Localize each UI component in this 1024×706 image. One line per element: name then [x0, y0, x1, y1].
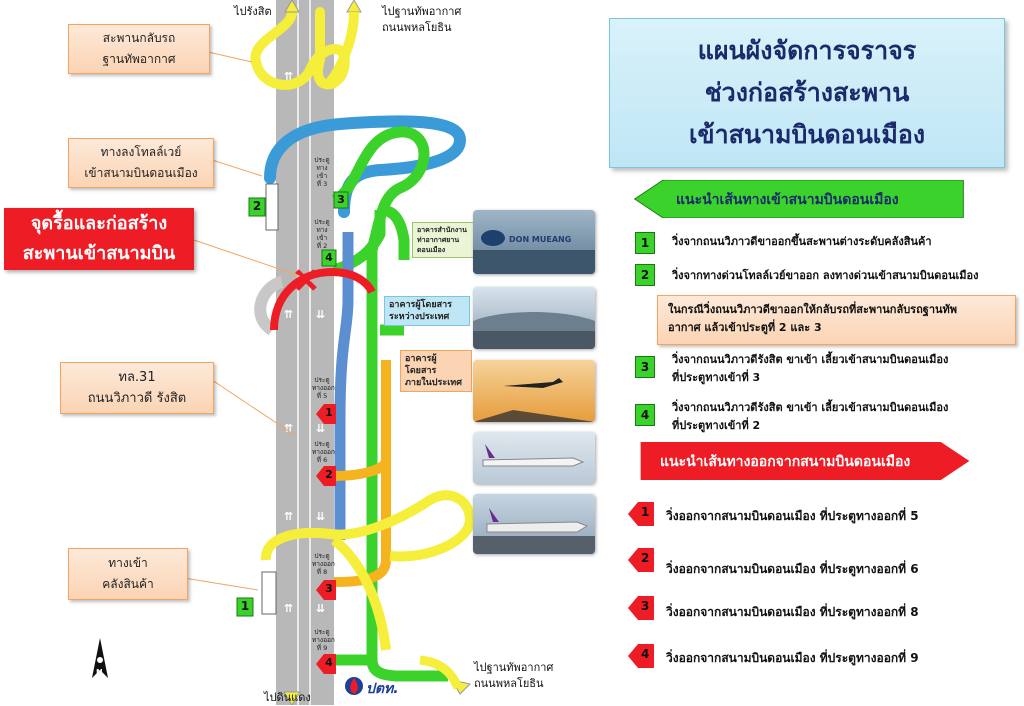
entry-note-line-1: ในกรณีวิ่งถนนวิภาวดีขาออกให้กลับรถที่สะพ… [668, 303, 958, 316]
map-marker-green-2: 2 [252, 199, 262, 213]
map-marker-red-3: 3 [325, 582, 333, 595]
gate-out-5-label: ประตูทางออกที่ 5 [312, 376, 335, 400]
ptt-logo-mark [345, 677, 363, 695]
exit-text-3: วิ่งออกจากสนามบินดอนเมือง ที่ประตูทางออก… [666, 605, 919, 619]
exit-num-2-shape [628, 548, 654, 572]
svg-text:⇈: ⇈ [284, 70, 293, 83]
gate-in-2-label: ประตูทางเข้าที่ 2 [314, 218, 330, 250]
compass-north-arrow [92, 638, 108, 678]
entry-text-4a: วิ่งจากถนนวิภาวดีรังสิต ขาเข้า เลี้ยวเข้… [672, 401, 949, 414]
entry-text-1: วิ่งจากถนนวิภาวดีขาออกขึ้นสะพานต่างระดับ… [672, 235, 932, 248]
map-marker-red-1: 1 [325, 406, 333, 419]
exit-num-1: 1 [641, 505, 650, 519]
exit-heading-banner [640, 442, 970, 480]
route-tollway-ramp [264, 115, 467, 218]
route-uturn-bridge [250, 7, 350, 90]
gate-out-6-label: ประตูทางออกที่ 6 [312, 440, 335, 464]
svg-text:⇈: ⇈ [284, 602, 293, 615]
exit-text-4: วิ่งออกจากสนามบินดอนเมือง ที่ประตูทางออก… [666, 651, 919, 665]
page-title-line-1: แผนผังจัดการจราจร [697, 36, 917, 65]
map-marker-red-2: 2 [325, 468, 333, 481]
route-cargo-loop [261, 490, 476, 562]
route-steel-blue [334, 232, 354, 540]
svg-text:⇊: ⇊ [316, 308, 325, 321]
entry-text-2: วิ่งจากทางด่วนโทลล์เวย์ขาออก ลงทางด่วนเข… [672, 269, 979, 282]
map-marker-red-4: 4 [325, 656, 333, 669]
map-markers-red [316, 404, 336, 674]
demolition-x-marker [295, 269, 317, 291]
entry-text-4b: ที่ประตูทางเข้าที่ 2 [672, 419, 761, 432]
callout-construction-point: จุดรื้อและก่อสร้างสะพานเข้าสนามบิน [4, 208, 194, 270]
exit-text-2: วิ่งออกจากสนามบินดอนเมือง ที่ประตูทางออก… [666, 562, 919, 576]
page-title-line-2: ช่วงก่อสร้างสะพาน [704, 78, 910, 107]
label-to-airbase-top: ไปฐานทัพอากาศถนนพหลโยธิน [382, 5, 462, 34]
exit-heading: แนะนำเส้นทางออกจากสนามบินดอนเมือง [660, 454, 911, 470]
photo-thai-airways-plane [473, 432, 595, 484]
exit-num-3: 3 [641, 599, 650, 613]
building-domestic-terminal: อาคารผู้โดยสารภายในประเทศ [400, 350, 472, 392]
svg-text:⇊: ⇊ [316, 422, 325, 435]
exit-num-1-shape [628, 502, 654, 526]
route-entry-green [331, 126, 448, 682]
gate-out-9-label: ประตูทางออกที่ 9 [312, 628, 335, 652]
map-marker-green-4: 4 [325, 251, 333, 264]
callout-cargo-entrance: ทางเข้าคลังสินค้า [68, 548, 188, 600]
exit-num-2: 2 [641, 551, 650, 565]
svg-text:⇈: ⇈ [284, 510, 293, 523]
building-airport-office: อาคารสำนักงานท่าอากาศยานดอนเมือง [412, 222, 480, 258]
photo-don-mueang-sign: DON MUEANG [473, 210, 595, 274]
page-title-box: แผนผังจัดการจราจร ช่วงก่อสร้างสะพาน เข้า… [609, 18, 1005, 168]
entry-text-3a: วิ่งจากถนนวิภาวดีรังสิต ขาเข้า เลี้ยวเข้… [672, 353, 949, 366]
label-to-dindaeng: ไปดินแดง [264, 691, 311, 704]
exit-num-4: 4 [641, 647, 650, 661]
entry-num-4: 4 [635, 404, 655, 426]
exit-num-3-shape [628, 596, 654, 620]
gate-out-8-label: ประตูทางออกที่ 8 [312, 552, 335, 576]
label-to-airbase-bottom: ไปฐานทัพอากาศถนนพหลโยธิน [474, 661, 554, 690]
map-marker-green-1: 1 [240, 599, 250, 613]
entry-heading: แนะนำเส้นทางเข้าสนามบินดอนเมือง [676, 192, 899, 208]
entry-heading-banner [633, 180, 964, 218]
ptt-logo-text: ปตท. [366, 681, 399, 697]
callout-tollway-ramp: ทางลงโทลล์เวย์เข้าสนามบินดอนเมือง [68, 138, 214, 188]
entry-note-line-2: อากาศ แล้วเข้าประตูที่ 2 และ 3 [668, 321, 822, 334]
building-international-terminal: อาคารผู้โดยสารระหว่างประเทศ [384, 296, 470, 326]
entry-num-1: 1 [635, 232, 655, 254]
entry-num-3: 3 [635, 356, 655, 378]
entry-note-box: ในกรณีวิ่งถนนวิภาวดีขาออกให้กลับรถที่สะพ… [657, 295, 1016, 345]
svg-text:⇊: ⇊ [316, 602, 325, 615]
photo-plane-on-tarmac [473, 494, 595, 554]
gate-in-3-label: ประตูทางเข้าที่ 3 [314, 156, 330, 188]
label-to-rangsit: ไปรังสิต [234, 5, 272, 18]
route-exit-orange [333, 360, 391, 587]
photo-sign-text: DON MUEANG [509, 235, 571, 244]
exit-num-4-shape [628, 644, 654, 668]
demolition-bridge-arc [270, 267, 376, 331]
page-title-line-3: เข้าสนามบินดอนเมือง [688, 120, 926, 149]
map-markers-green [236, 191, 349, 617]
photo-terminal-building [473, 287, 595, 349]
photo-plane-takeoff [473, 360, 595, 422]
entry-text-3b: ที่ประตูทางเข้าที่ 3 [672, 371, 761, 384]
callout-uturn-bridge: สะพานกลับรถฐานทัพอากาศ [68, 24, 210, 74]
entry-num-2: 2 [635, 264, 655, 286]
svg-text:⇊: ⇊ [316, 510, 325, 523]
exit-text-1: วิ่งออกจากสนามบินดอนเมือง ที่ประตูทางออก… [666, 509, 919, 523]
map-marker-green-3: 3 [337, 193, 345, 206]
compass-n-label: N [96, 668, 103, 677]
svg-text:⇈: ⇈ [284, 308, 293, 321]
svg-text:⇈: ⇈ [284, 422, 293, 435]
